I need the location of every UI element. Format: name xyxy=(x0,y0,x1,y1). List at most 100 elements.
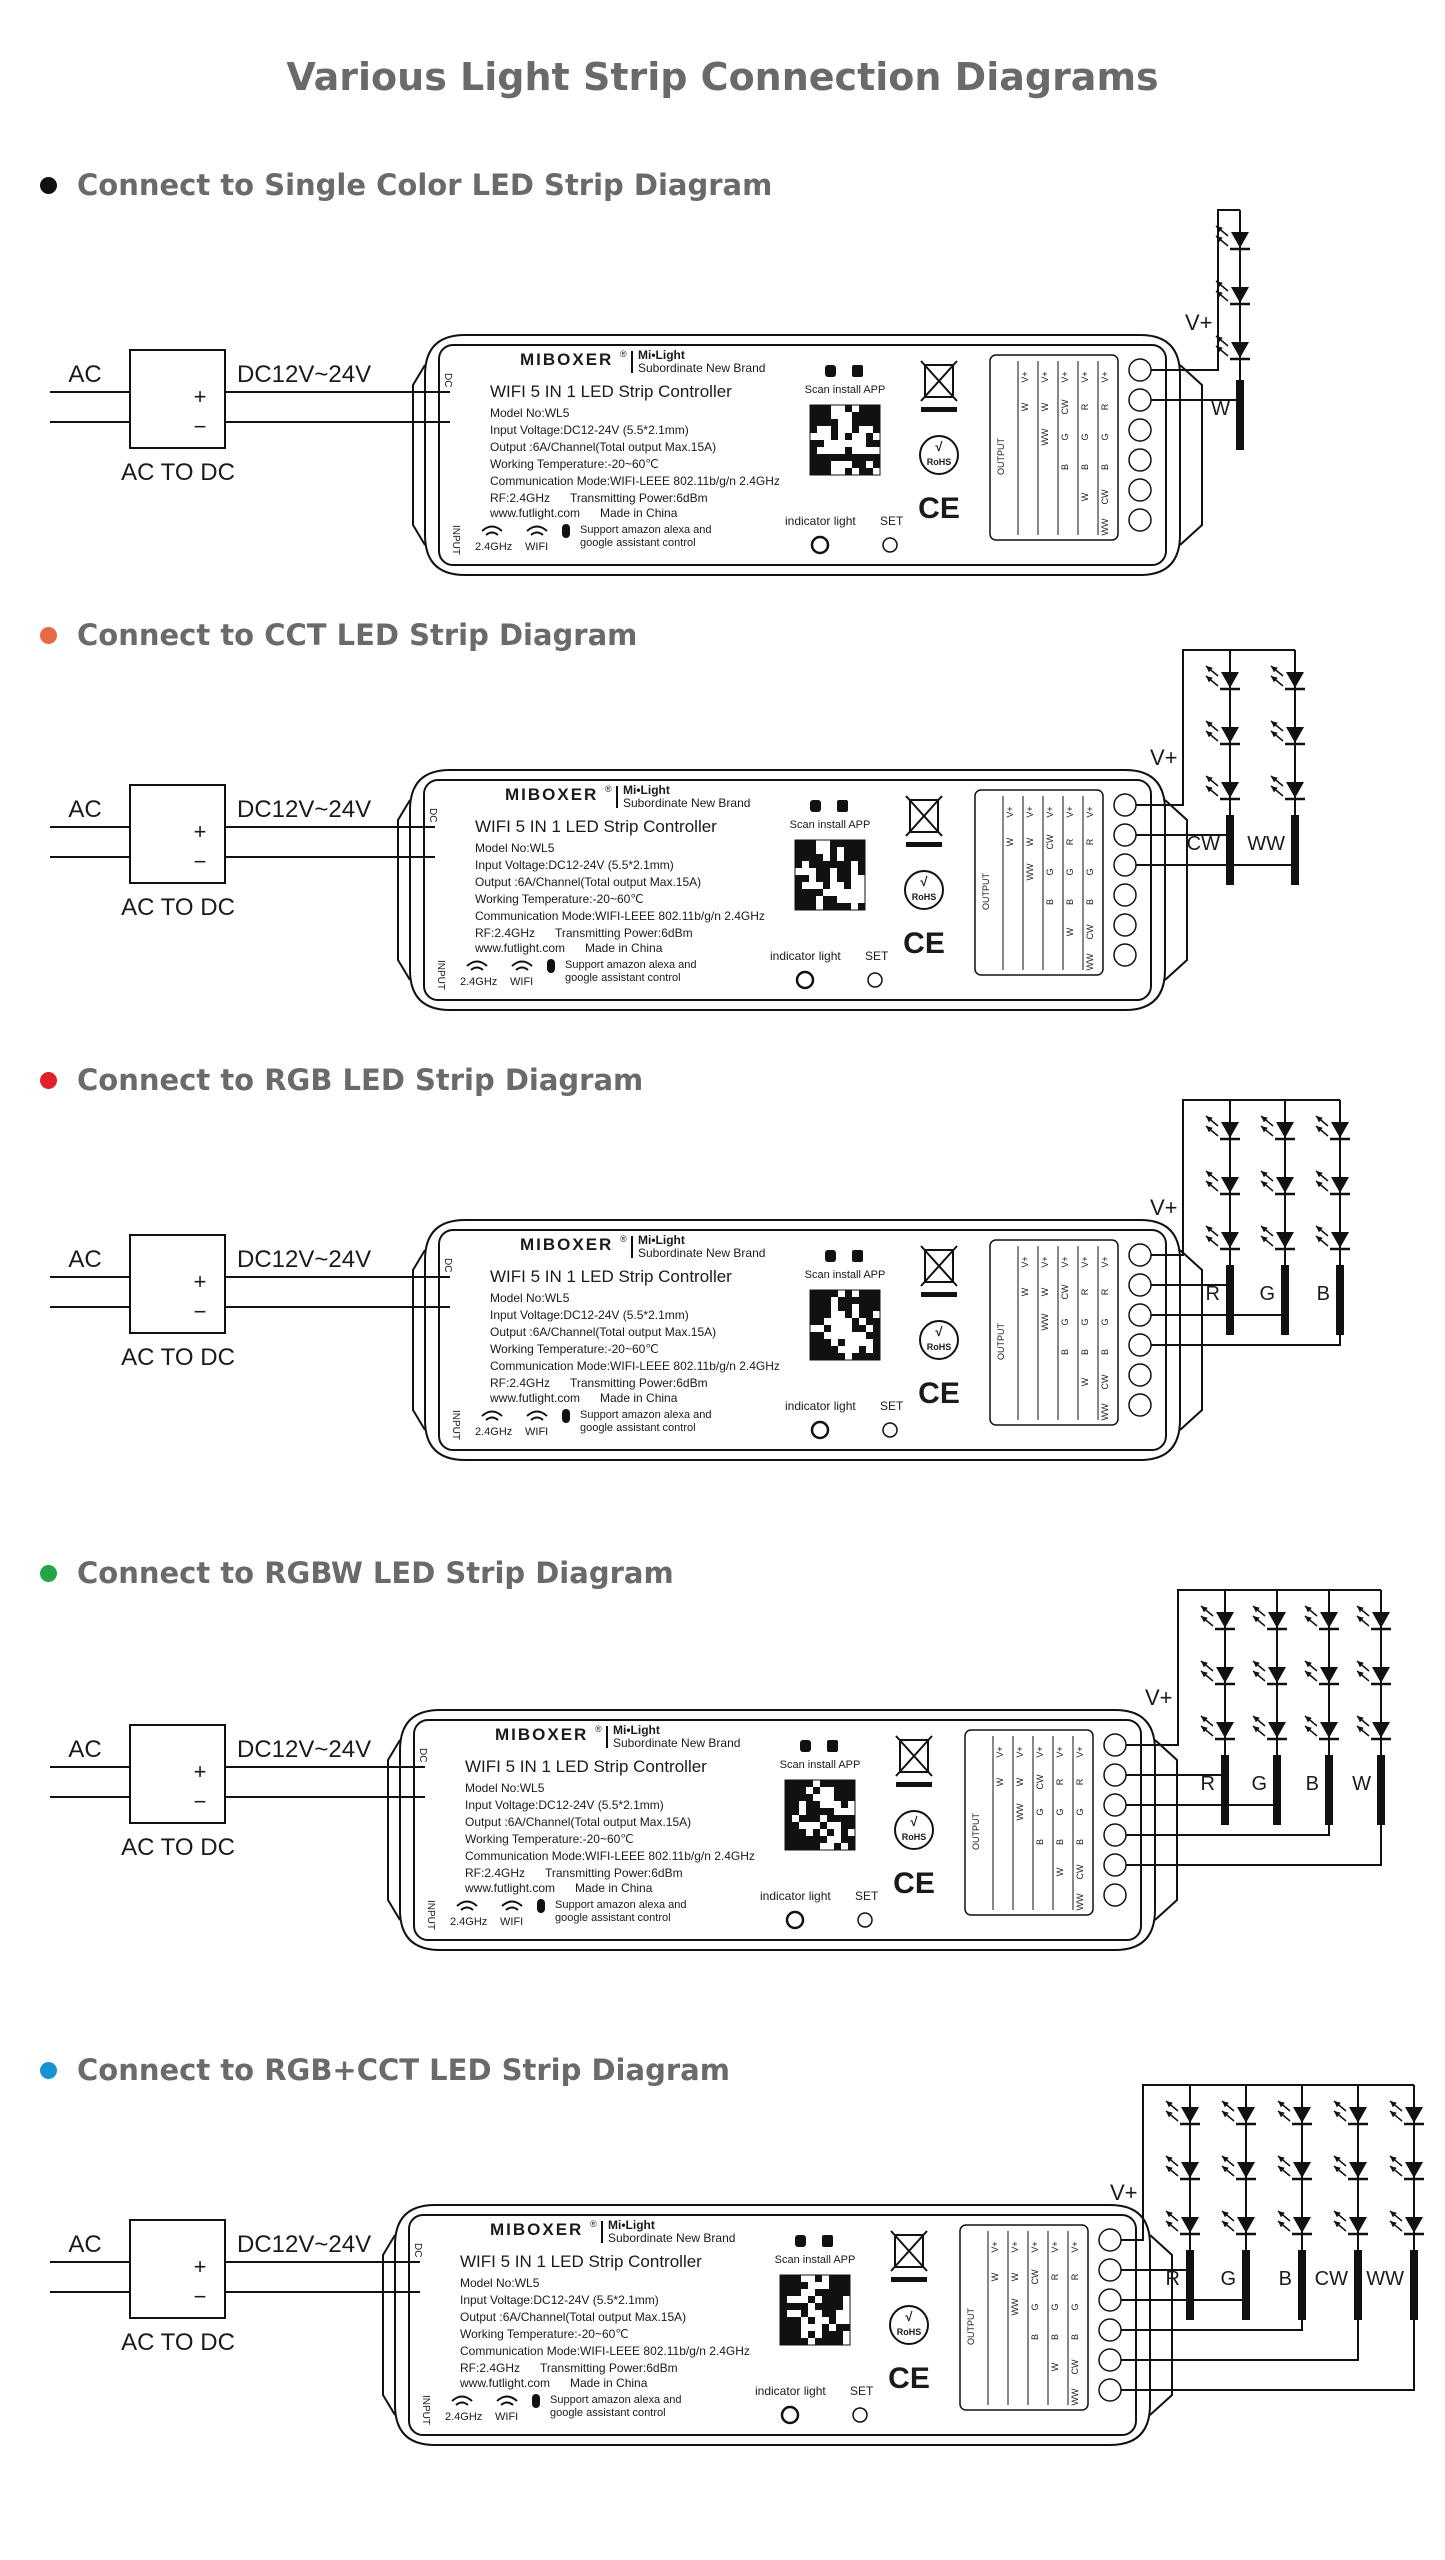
output-table-cell: WW xyxy=(1025,863,1035,880)
qr-code xyxy=(809,404,881,476)
scan-install-label: Scan install APP xyxy=(805,1269,886,1281)
rohs-badge xyxy=(919,435,959,475)
scan-install-label: Scan install APP xyxy=(805,384,886,396)
power-adapter-box xyxy=(129,349,226,449)
strip-channel-label: R xyxy=(1206,1283,1220,1305)
output-table-cell: V+ xyxy=(1060,371,1070,382)
output-table-cell: B xyxy=(1075,1839,1085,1845)
output-terminal xyxy=(1113,793,1137,817)
output-terminal xyxy=(1128,1393,1152,1417)
output-table-cell: V+ xyxy=(1080,1256,1090,1267)
indicator-light-label: indicator light xyxy=(755,2384,826,2398)
frequency-label: 2.4GHz xyxy=(475,1426,512,1438)
output-terminal xyxy=(1113,853,1137,877)
led-diode-icon xyxy=(1231,287,1249,303)
set-button xyxy=(882,537,898,553)
frequency-label: 2.4GHz xyxy=(450,1916,487,1928)
output-table-cell: G xyxy=(1055,1808,1065,1815)
android-icon xyxy=(822,2235,833,2247)
registered-mark: ® xyxy=(595,1724,602,1734)
mounting-tab xyxy=(1164,799,1188,981)
ac-label: AC xyxy=(68,1246,101,1273)
plus-sign: + xyxy=(194,819,207,844)
return-wire xyxy=(1136,864,1296,885)
rohs-label: RoHS xyxy=(897,2327,922,2337)
vplus-label: V+ xyxy=(1150,745,1178,770)
model-number: Model No:WL5 xyxy=(490,1291,570,1305)
wifi-icon xyxy=(526,1410,548,1421)
weee-cross xyxy=(905,795,943,837)
diagram-canvas: AC+−AC TO DCDC12V~24VMIBOXER®Mi•LightSub… xyxy=(50,209,1250,576)
weee-bin-icon xyxy=(894,2234,924,2268)
return-wire xyxy=(1151,399,1241,450)
voice-support: Support amazon alexa and xyxy=(565,959,696,971)
communication-mode: Communication Mode:WIFI-LEEE 802.11b/g/n… xyxy=(490,474,780,488)
minus-sign: − xyxy=(194,849,207,874)
led-diode-icon xyxy=(1405,2107,1423,2123)
working-temperature: Working Temperature:-20~60℃ xyxy=(490,1342,659,1356)
output-table-label: OUTPUT xyxy=(981,873,991,911)
output-table-cell: B xyxy=(1030,2334,1040,2340)
output-table-cell: V+ xyxy=(1020,371,1030,382)
vplus-label: V+ xyxy=(1145,1685,1173,1710)
output-spec: Output :6A/Channel(Total output Max.15A) xyxy=(465,1815,691,1829)
vplus-wire xyxy=(1151,1099,1340,1256)
qr-code xyxy=(779,2274,851,2346)
led-strip: W xyxy=(1126,1590,1391,1866)
output-table-cell: W xyxy=(1080,492,1090,501)
scan-install-label: Scan install APP xyxy=(780,1759,861,1771)
voice-support: google assistant control xyxy=(565,972,681,984)
rohs-check: √ xyxy=(910,1814,918,1829)
scan-install-label: Scan install APP xyxy=(775,2254,856,2266)
led-diode-icon xyxy=(1349,2217,1367,2233)
communication-mode: Communication Mode:WIFI-LEEE 802.11b/g/n… xyxy=(475,909,765,923)
indicator-light-label: indicator light xyxy=(785,514,856,528)
output-table-cell: G xyxy=(1035,1808,1045,1815)
microphone-icon xyxy=(547,959,555,973)
ac-label: AC xyxy=(68,796,101,823)
set-label: SET xyxy=(865,949,889,963)
output-terminal xyxy=(1128,1333,1152,1357)
wifi-icon xyxy=(451,2395,473,2406)
diagram-canvas: AC+−AC TO DCDC12V~24VMIBOXER®Mi•LightSub… xyxy=(50,1099,1350,1461)
output-table-cell: CW xyxy=(1060,1284,1070,1299)
working-temperature: Working Temperature:-20~60℃ xyxy=(475,892,644,906)
set-button xyxy=(857,1912,873,1928)
voice-support: Support amazon alexa and xyxy=(580,524,711,536)
rohs-label: RoHS xyxy=(912,892,937,902)
registered-mark: ® xyxy=(620,1234,627,1244)
vplus-wire xyxy=(1151,209,1240,371)
power-adapter-box xyxy=(129,2219,226,2319)
working-temperature: Working Temperature:-20~60℃ xyxy=(460,2327,629,2341)
dc-label: DC xyxy=(442,373,453,387)
output-spec: Output :6A/Channel(Total output Max.15A) xyxy=(475,875,701,889)
bullet-dot-icon xyxy=(40,2061,57,2079)
made-in: Made in China xyxy=(600,1391,678,1405)
rohs-badge xyxy=(894,1810,934,1850)
ce-mark: CE xyxy=(893,1867,935,1900)
power-adapter-box xyxy=(129,784,226,884)
led-diode-icon xyxy=(1221,782,1239,798)
apple-icon xyxy=(825,1250,836,1262)
output-table-cell: CW xyxy=(1100,489,1110,504)
rf-frequency: RF:2.4GHz xyxy=(490,1376,550,1390)
led-strip: B xyxy=(1151,1100,1350,1346)
output-table-cell: G xyxy=(1070,2303,1080,2310)
sub-brand: Mi•Light xyxy=(608,2218,655,2232)
communication-mode: Communication Mode:WIFI-LEEE 802.11b/g/n… xyxy=(465,1849,755,1863)
voice-support: Support amazon alexa and xyxy=(555,1899,686,1911)
vplus-wire xyxy=(1136,649,1295,806)
plus-sign: + xyxy=(194,2254,207,2279)
output-table-cell: V+ xyxy=(1045,806,1055,817)
output-table-cell: WW xyxy=(1040,1313,1050,1330)
wifi-icon xyxy=(511,960,533,971)
output-terminal xyxy=(1128,448,1152,472)
strip-channel-label: CW xyxy=(1187,833,1220,855)
output-table-cell: W xyxy=(1050,2362,1060,2371)
microphone-icon xyxy=(562,524,570,538)
led-diode-icon xyxy=(1231,342,1249,358)
output-table-cell: B xyxy=(1055,1839,1065,1845)
mounting-tab xyxy=(1179,364,1203,546)
weee-cross xyxy=(920,1245,958,1287)
